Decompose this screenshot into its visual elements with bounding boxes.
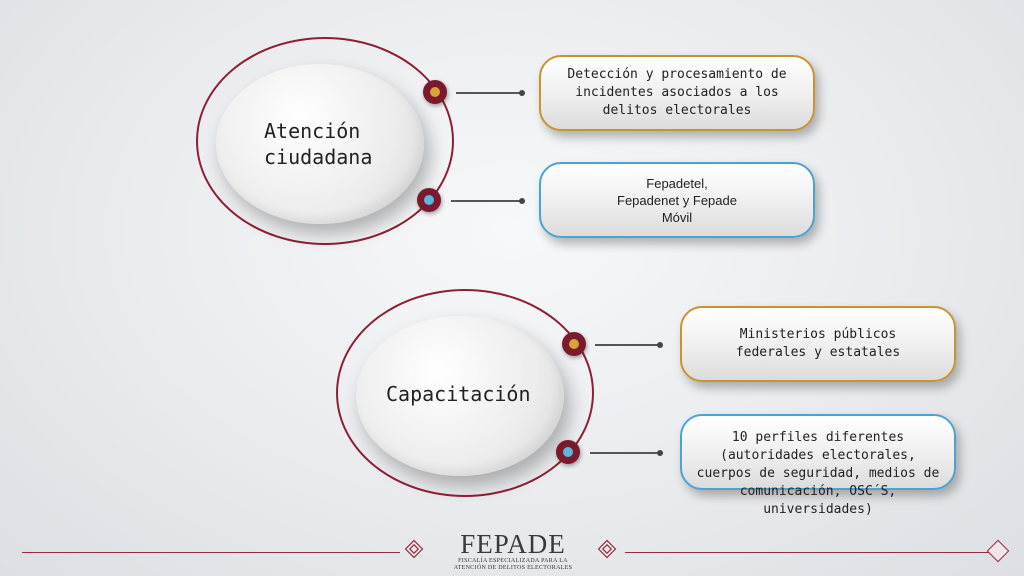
fepade-logo-title: FEPADE bbox=[460, 529, 566, 559]
connector-atencion-2 bbox=[451, 198, 525, 204]
circle-atencion bbox=[216, 64, 424, 224]
circle-ring-capacitacion bbox=[336, 289, 594, 497]
node-capacitacion-1 bbox=[562, 332, 586, 356]
capacitacion-title: Capacitación bbox=[386, 382, 531, 406]
capacitacion-item1-text: Ministerios públicos federales y estatal… bbox=[735, 327, 901, 360]
node-capacitacion-2 bbox=[556, 440, 580, 464]
footer-line-left bbox=[22, 552, 400, 553]
atencion-item2-text: Fepadetel, Fepadenet y Fepade Móvil bbox=[617, 175, 737, 225]
connector-capacitacion-1 bbox=[595, 342, 663, 348]
emblem-left-icon bbox=[404, 539, 424, 559]
box-capacitacion-item1: Ministerios públicos federales y estatal… bbox=[680, 306, 956, 382]
emblem-right-icon bbox=[597, 539, 617, 559]
box-atencion-item2: Fepadetel, Fepadenet y Fepade Móvil bbox=[539, 162, 815, 238]
connector-capacitacion-2 bbox=[590, 450, 663, 456]
circle-label-capacitacion: Capacitación bbox=[386, 381, 531, 407]
node-atencion-1 bbox=[423, 80, 447, 104]
box-capacitacion-item2: 10 perfiles diferentes (autoridades elec… bbox=[680, 414, 956, 517]
node-atencion-2 bbox=[417, 188, 441, 212]
footer-line-right bbox=[625, 552, 1000, 553]
circle-label-atencion: Atención ciudadana bbox=[264, 118, 372, 170]
footer-end-diamond bbox=[986, 539, 1010, 563]
capacitacion-item2-text: 10 perfiles diferentes (autoridades elec… bbox=[696, 430, 940, 517]
atencion-line2: ciudadana bbox=[264, 145, 373, 169]
circle-ring-atencion bbox=[196, 37, 454, 245]
atencion-item1-text: Detección y procesamiento de incidentes … bbox=[567, 67, 787, 118]
atencion-line1: Atención bbox=[264, 119, 361, 143]
connector-atencion-1 bbox=[456, 90, 525, 96]
circle-capacitacion bbox=[356, 316, 564, 476]
fepade-logo-sub2: ATENCIÓN DE DELITOS ELECTORALES bbox=[453, 565, 573, 571]
box-atencion-item1: Detección y procesamiento de incidentes … bbox=[539, 55, 815, 131]
fepade-logo-sub1: FISCALÍA ESPECIALIZADA PARA LA bbox=[458, 558, 568, 564]
